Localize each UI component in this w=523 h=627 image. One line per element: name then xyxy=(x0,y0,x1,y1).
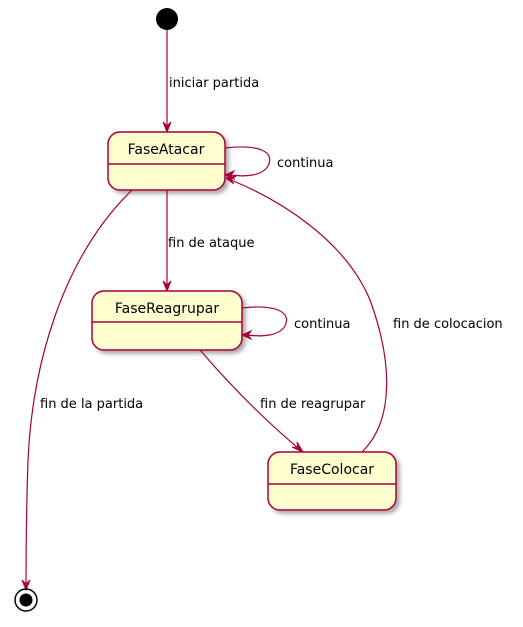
label-iniciar-partida: iniciar partida xyxy=(169,76,259,91)
final-state xyxy=(14,588,38,612)
transition-atacar-to-reagrupar: fin de ataque xyxy=(162,190,254,293)
state-name-fase-reagrupar: FaseReagrupar xyxy=(115,301,220,317)
label-continua-reagrupar: continua xyxy=(294,317,351,332)
transition-start-to-atacar: iniciar partida xyxy=(162,30,259,134)
transition-atacar-self: continua xyxy=(223,146,334,181)
label-fin-de-ataque: fin de ataque xyxy=(168,236,254,251)
transition-atacar-to-end: fin de la partida xyxy=(21,189,143,592)
state-name-fase-colocar: FaseColocar xyxy=(290,462,374,478)
label-fin-de-colocacion: fin de colocacion xyxy=(393,317,503,332)
transition-reagrupar-self: continua xyxy=(240,306,351,341)
transition-colocar-to-atacar: fin de colocacion xyxy=(224,175,503,453)
state-fase-colocar xyxy=(267,451,397,511)
transition-reagrupar-to-colocar: fin de reagrupar xyxy=(199,349,366,454)
state-fase-atacar xyxy=(107,131,226,191)
label-continua-atacar: continua xyxy=(277,156,334,171)
state-name-fase-atacar: FaseAtacar xyxy=(128,142,205,158)
label-fin-de-reagrupar: fin de reagrupar xyxy=(260,397,366,412)
state-fase-reagrupar xyxy=(91,290,243,351)
label-fin-de-la-partida: fin de la partida xyxy=(40,397,143,412)
initial-state xyxy=(156,8,178,30)
